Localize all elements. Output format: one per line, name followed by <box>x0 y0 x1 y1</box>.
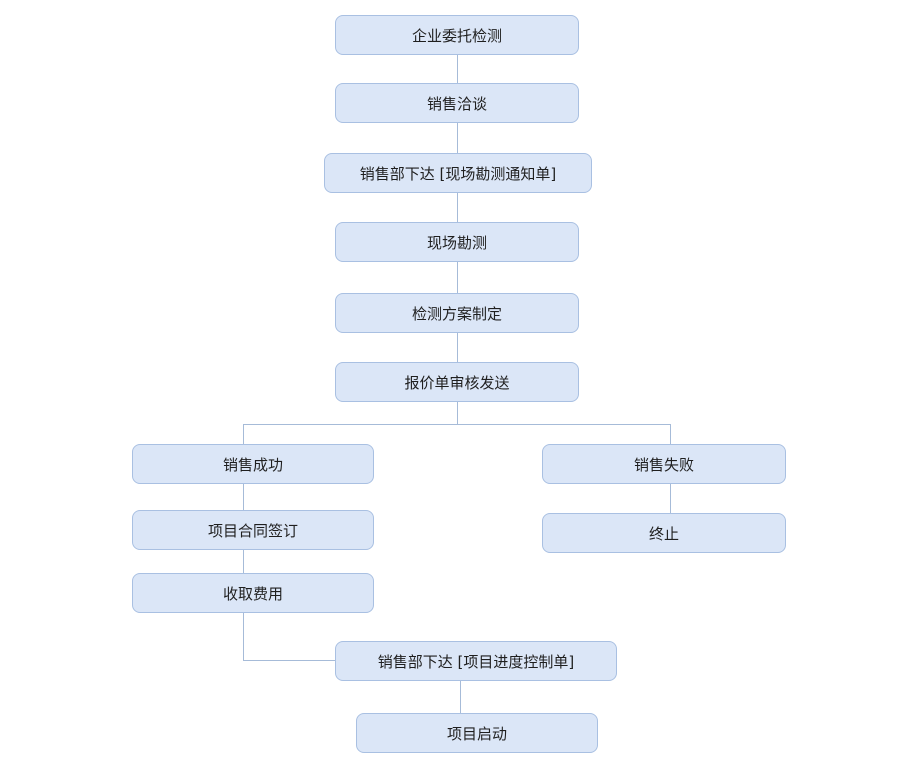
node-fee-collection: 收取费用 <box>132 573 374 613</box>
connector-n1-n2 <box>457 55 458 83</box>
connector-progress-launch <box>460 681 461 713</box>
node-site-survey: 现场勘测 <box>335 222 579 262</box>
connector-fee-to-progress <box>243 660 335 661</box>
connector-fee-down <box>243 613 244 660</box>
node-contract-signing: 项目合同签订 <box>132 510 374 550</box>
connector-n5-n6 <box>457 333 458 362</box>
connector-contract-fee <box>243 550 244 573</box>
connector-success-contract <box>243 484 244 510</box>
connector-branch-stem <box>457 402 458 424</box>
connector-branch-left-drop <box>243 424 244 444</box>
node-terminate: 终止 <box>542 513 786 553</box>
node-sales-success: 销售成功 <box>132 444 374 484</box>
node-sales-negotiation: 销售洽谈 <box>335 83 579 123</box>
node-test-plan-formulation: 检测方案制定 <box>335 293 579 333</box>
connector-n4-n5 <box>457 262 458 293</box>
connector-n2-n3 <box>457 123 458 153</box>
connector-n3-n4 <box>457 193 458 222</box>
node-enterprise-commission-testing: 企业委托检测 <box>335 15 579 55</box>
connector-branch-bar <box>243 424 671 425</box>
node-sales-failure: 销售失败 <box>542 444 786 484</box>
connector-branch-right-drop <box>670 424 671 444</box>
connector-failure-terminate <box>670 484 671 513</box>
node-progress-control-issue: 销售部下达 [项目进度控制单] <box>335 641 617 681</box>
node-project-launch: 项目启动 <box>356 713 598 753</box>
node-survey-notice-issue: 销售部下达 [现场勘测通知单] <box>324 153 592 193</box>
node-quotation-review-send: 报价单审核发送 <box>335 362 579 402</box>
